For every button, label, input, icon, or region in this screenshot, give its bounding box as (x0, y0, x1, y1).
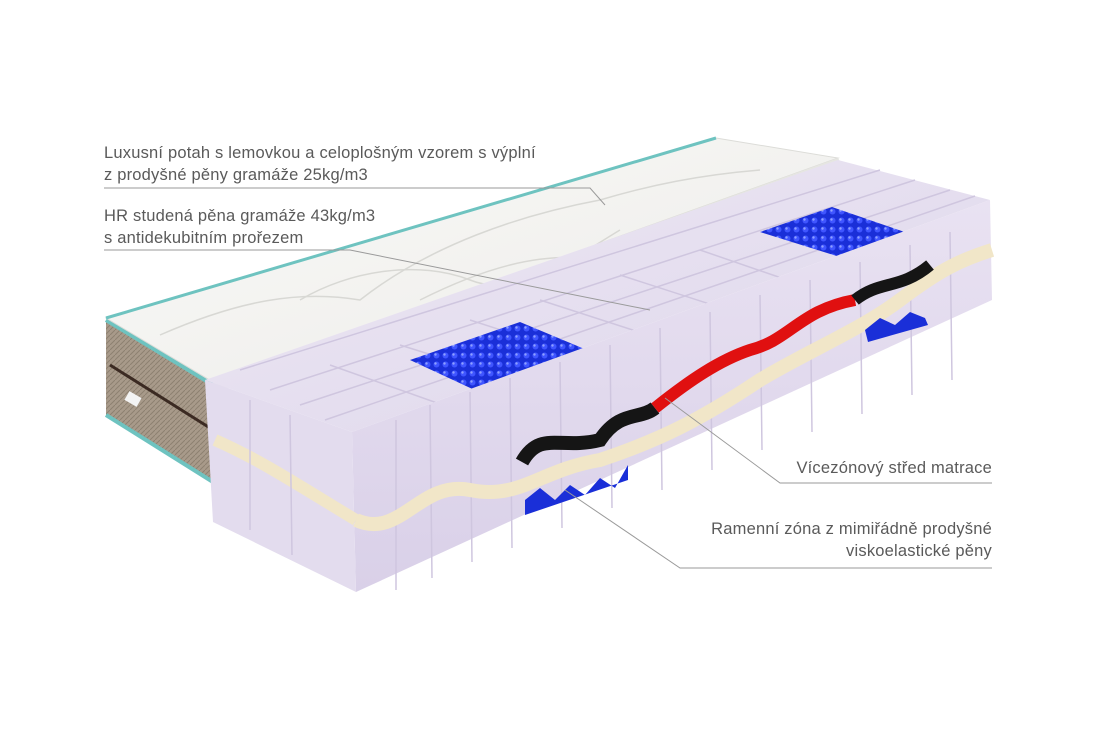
core-label-line1: Vícezónový střed matrace (796, 459, 992, 477)
cover-label: Luxusní potah s lemovkou a celoplošným v… (104, 142, 536, 186)
core-wave-black-right (851, 260, 934, 305)
cover-side-panel (104, 318, 215, 484)
shoulder-zone-section-left (525, 465, 628, 515)
core-wave-red (651, 294, 857, 413)
foam-label-line1: HR studená pěna gramáže 43kg/m3 (104, 207, 376, 225)
core-label: Vícezónový střed matrace (796, 457, 992, 479)
cover-label-line1: Luxusní potah s lemovkou a celoplošným v… (104, 144, 536, 162)
leader-lines (104, 187, 992, 569)
core-wave-cream (353, 243, 995, 532)
leader-line-shoulder (564, 489, 992, 569)
shoulder-label-line1: Ramenní zóna z mimiřádně prodyšné (711, 520, 992, 538)
shoulder-zone-section-right (865, 312, 928, 342)
leader-line-cover (104, 187, 606, 206)
core-wave-black (515, 402, 660, 466)
leader-line-foam (104, 249, 651, 311)
shoulder-label-line2: viskoelastické pěny (846, 542, 992, 560)
cover-label-line2: z prodyšné pěny gramáže 25kg/m3 (104, 166, 368, 184)
shoulder-label: Ramenní zóna z mimiřádně prodyšné viskoe… (711, 518, 992, 562)
foam-end-block (205, 380, 360, 592)
foam-label: HR studená pěna gramáže 43kg/m3 s antide… (104, 205, 375, 249)
foam-label-line2: s antidekubitním prořezem (104, 229, 304, 247)
leader-line-core (664, 397, 992, 484)
